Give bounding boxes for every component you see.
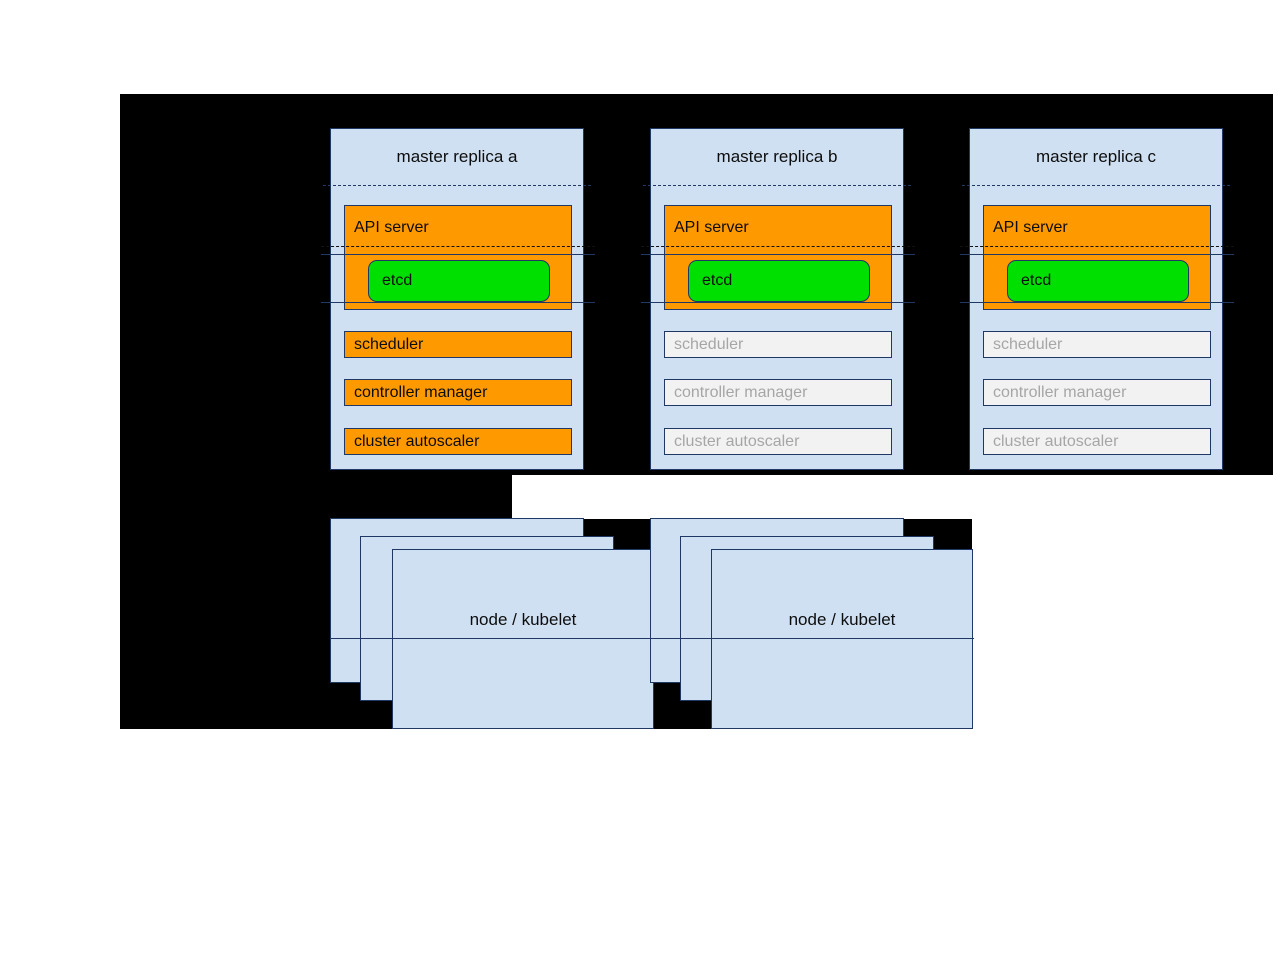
master-replica-c-cluster-autoscaler[interactable]: cluster autoscaler bbox=[983, 428, 1211, 455]
master-replica-c-api-solid-rule-top bbox=[960, 254, 1234, 255]
master-replica-b-header-divider bbox=[643, 185, 911, 186]
master-replica-c[interactable]: master replica c API server etcd schedul… bbox=[960, 128, 1234, 470]
master-replica-b-controller-manager[interactable]: controller manager bbox=[664, 379, 892, 406]
master-replica-c-api-server-box[interactable]: API server etcd bbox=[960, 205, 1234, 310]
node-group-1-label: node / kubelet bbox=[469, 610, 577, 629]
master-replica-b-api-dashed-rule bbox=[641, 246, 915, 247]
node-group-2-label: node / kubelet bbox=[788, 610, 896, 629]
master-replica-c-title: master replica c bbox=[1036, 147, 1156, 166]
master-replica-b[interactable]: master replica b API server etcd schedul… bbox=[641, 128, 915, 470]
master-replica-b-api-solid-rule-bottom bbox=[641, 302, 915, 303]
master-replica-b-cluster-autoscaler[interactable]: cluster autoscaler bbox=[664, 428, 892, 455]
master-replica-a-header-divider bbox=[323, 185, 591, 186]
node-group-2-card-front[interactable]: node / kubelet bbox=[711, 549, 973, 729]
master-replica-c-api-server-label: API server bbox=[993, 219, 1068, 236]
master-replica-c-controller-manager[interactable]: controller manager bbox=[983, 379, 1211, 406]
node-group-2-rule bbox=[650, 638, 974, 639]
master-replica-a-api-dashed-rule bbox=[321, 246, 595, 247]
master-replica-a-scheduler[interactable]: scheduler bbox=[344, 331, 572, 358]
master-replica-b-title: master replica b bbox=[716, 147, 838, 166]
master-replica-b-scheduler[interactable]: scheduler bbox=[664, 331, 892, 358]
node-group-1-card-front[interactable]: node / kubelet bbox=[392, 549, 654, 729]
master-replica-a-title: master replica a bbox=[396, 147, 518, 166]
master-replica-c-etcd-box[interactable]: etcd bbox=[1007, 260, 1189, 302]
master-replica-a-cluster-autoscaler[interactable]: cluster autoscaler bbox=[344, 428, 572, 455]
master-replica-a[interactable]: master replica a API server etcd schedul… bbox=[321, 128, 595, 470]
master-replica-b-etcd-box[interactable]: etcd bbox=[688, 260, 870, 302]
master-replica-b-api-server-label: API server bbox=[674, 219, 749, 236]
master-replica-c-scheduler[interactable]: scheduler bbox=[983, 331, 1211, 358]
master-replica-c-api-dashed-rule bbox=[960, 246, 1234, 247]
master-replica-a-api-solid-rule-bottom bbox=[321, 302, 595, 303]
backdrop-plate-mid-left bbox=[120, 475, 512, 519]
master-replica-a-api-solid-rule-top bbox=[321, 254, 595, 255]
master-replica-a-controller-manager[interactable]: controller manager bbox=[344, 379, 572, 406]
master-replica-b-api-server-box[interactable]: API server etcd bbox=[641, 205, 915, 310]
master-replica-b-api-solid-rule-top bbox=[641, 254, 915, 255]
master-replica-a-api-server-label: API server bbox=[354, 219, 429, 236]
master-replica-c-header-divider bbox=[962, 185, 1230, 186]
node-group-1-rule bbox=[330, 638, 654, 639]
master-replica-a-etcd-box[interactable]: etcd bbox=[368, 260, 550, 302]
master-replica-a-api-server-box[interactable]: API server etcd bbox=[321, 205, 595, 310]
master-replica-c-api-solid-rule-bottom bbox=[960, 302, 1234, 303]
